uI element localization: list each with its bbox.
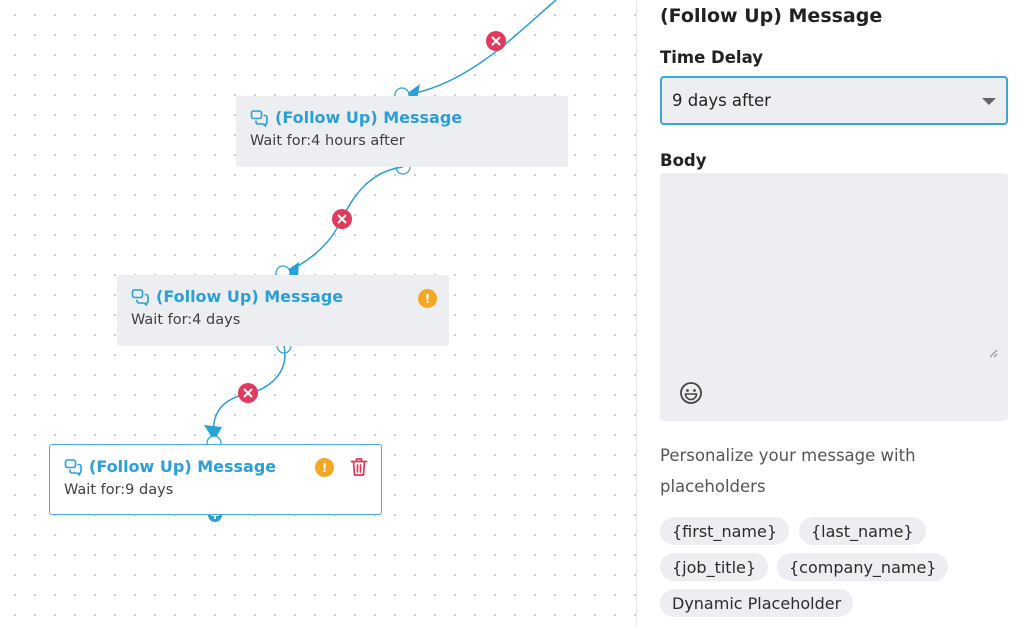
- chat-bubbles-icon: [250, 109, 268, 127]
- delete-edge-icon[interactable]: [238, 383, 258, 403]
- time-delay-label: Time Delay: [660, 48, 763, 67]
- trash-icon[interactable]: [350, 457, 368, 477]
- node-title: (Follow Up) Message: [89, 457, 277, 476]
- body-label: Body: [660, 151, 707, 170]
- node-wait-text: Wait for:4 days: [131, 312, 241, 328]
- chat-bubbles-icon: [64, 458, 82, 476]
- chevron-down-icon: [982, 98, 996, 105]
- flow-node-1[interactable]: (Follow Up) Message Wait for:4 hours aft…: [236, 96, 568, 167]
- emoji-icon[interactable]: [679, 381, 703, 405]
- warning-icon[interactable]: !: [315, 458, 334, 477]
- edge-arrowhead: [204, 425, 222, 441]
- panel-title: (Follow Up) Message: [660, 5, 883, 27]
- placeholder-chip[interactable]: Dynamic Placeholder: [660, 589, 854, 617]
- flow-node-2[interactable]: (Follow Up) Message Wait for:4 days !: [117, 275, 449, 346]
- edge-into-node-1: [404, 0, 557, 96]
- placeholder-chip[interactable]: {job_title}: [660, 553, 769, 581]
- resize-handle-icon[interactable]: [988, 348, 998, 358]
- flow-node-3[interactable]: (Follow Up) Message Wait for:9 days !: [49, 444, 382, 515]
- delete-edge-icon[interactable]: [486, 31, 506, 51]
- node-title: (Follow Up) Message: [275, 108, 463, 127]
- placeholder-help-text: Personalize your message with placeholde…: [660, 446, 916, 496]
- delete-edge-icon[interactable]: [332, 209, 352, 229]
- node-wait-text: Wait for:9 days: [64, 482, 174, 498]
- panel-divider: [636, 0, 637, 627]
- chat-bubbles-icon: [131, 288, 149, 306]
- warning-icon[interactable]: !: [418, 289, 437, 308]
- node-title: (Follow Up) Message: [156, 287, 344, 306]
- node-wait-text: Wait for:4 hours after: [250, 133, 405, 149]
- time-delay-select[interactable]: 9 days after: [660, 76, 1008, 125]
- body-textarea[interactable]: [660, 173, 1008, 421]
- placeholder-chip[interactable]: {first_name}: [660, 517, 789, 545]
- time-delay-value: 9 days after: [672, 91, 771, 110]
- placeholder-chip[interactable]: {last_name}: [799, 517, 926, 545]
- placeholder-chip[interactable]: {company_name}: [777, 553, 949, 581]
